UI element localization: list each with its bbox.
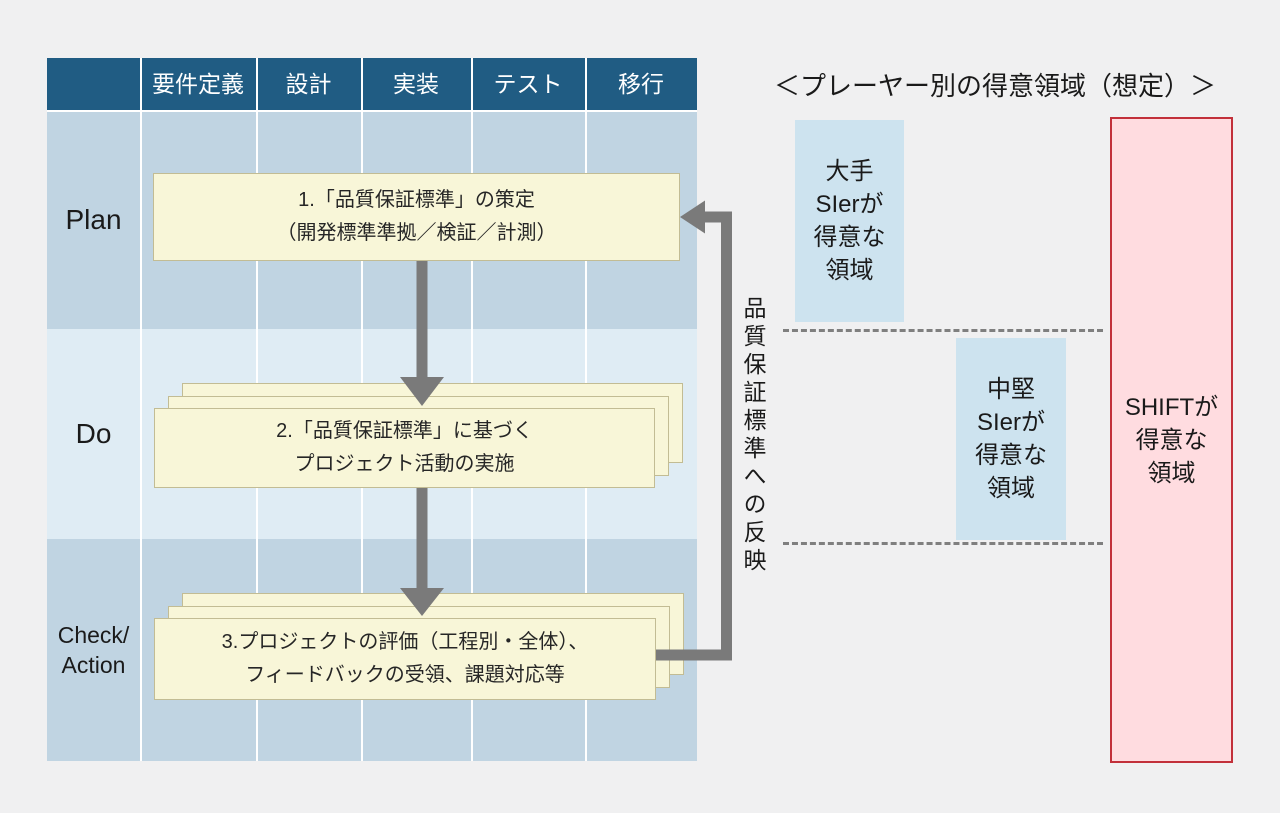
process-box-plan: 1.「品質保証標準」の策定 （開発標準準拠／検証／計測）	[153, 173, 680, 261]
right-panel-title: ＜プレーヤー別の得意領域（想定）＞	[773, 71, 1216, 101]
row-label-check-action: Check/ Action	[57, 622, 130, 678]
matrix-header	[47, 58, 697, 110]
dashed-divider	[783, 329, 1103, 332]
grid-divider	[140, 58, 142, 761]
phase-header-implementation: 実装	[393, 71, 439, 97]
feedback-arrow-label: 品質保証標準への反映	[740, 296, 766, 576]
row-label-do: Do	[75, 418, 112, 449]
phase-header-requirements: 要件定義	[152, 71, 244, 97]
region-major-sier: 大手 SIerが 得意な 領域	[795, 120, 904, 322]
process-box-do: 2.「品質保証標準」に基づく プロジェクト活動の実施	[154, 408, 655, 488]
region-midsize-sier: 中堅 SIerが 得意な 領域	[956, 338, 1066, 540]
region-shift: SHIFTが 得意な 領域	[1110, 117, 1233, 763]
phase-header-migration: 移行	[618, 71, 664, 97]
row-label-plan: Plan	[65, 203, 122, 235]
phase-header-design: 設計	[285, 71, 332, 97]
grid-divider	[47, 110, 697, 112]
dashed-divider	[783, 542, 1103, 545]
phase-header-test: テスト	[493, 71, 563, 97]
process-box-check: 3.プロジェクトの評価（工程別・全体）、 フィードバックの受領、課題対応等	[154, 618, 656, 700]
